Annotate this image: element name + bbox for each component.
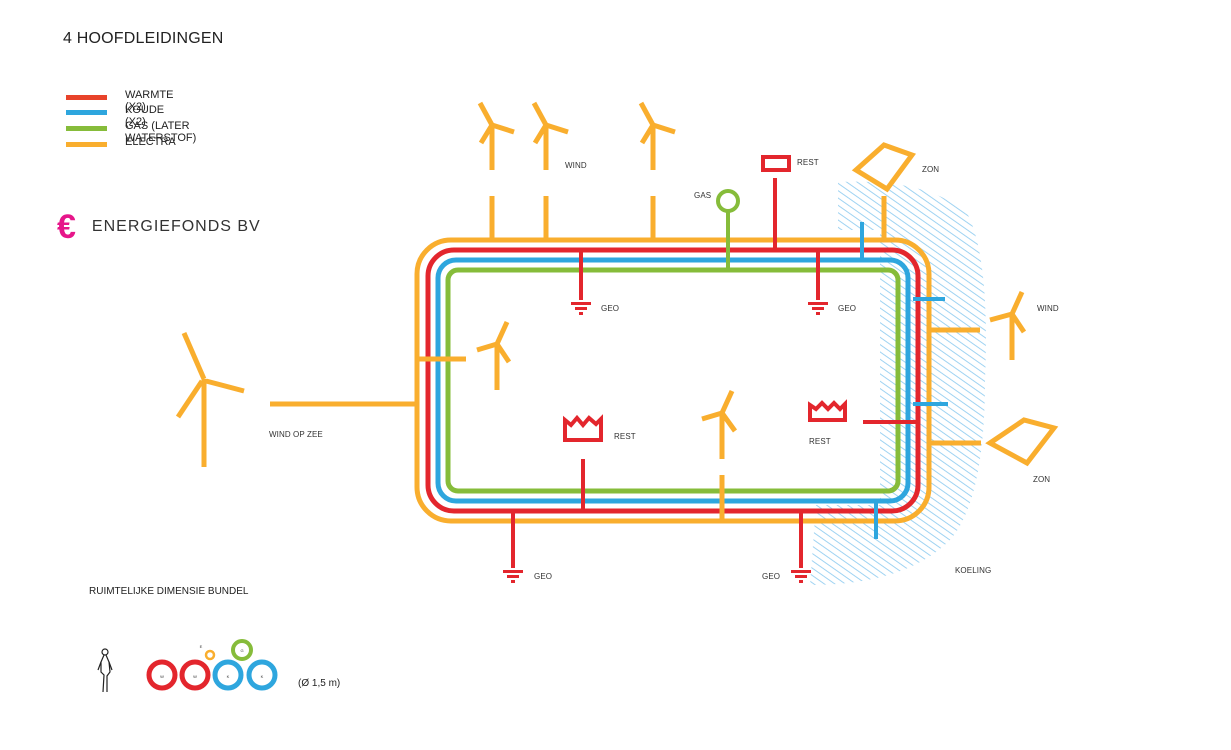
label-zon-right: ZON — [1033, 475, 1051, 484]
legend-item-electra: ELECTRA — [66, 136, 176, 151]
label-wind-op-zee: WIND OP ZEE — [269, 430, 323, 439]
legend-item-koude: KOUDE (X2) — [66, 104, 164, 128]
koude-branches — [860, 222, 948, 539]
solar-panel-icon — [851, 142, 917, 193]
pipe-warmte-circle — [179, 659, 211, 691]
solar-panel-icon — [985, 417, 1059, 467]
warmte-main-loop — [425, 247, 921, 514]
label-geo-bottom-left: GEO — [534, 572, 553, 581]
diagram-title: 4 HOOFDLEIDINGEN — [63, 30, 224, 47]
person-scale-icon — [97, 648, 113, 693]
label-rest-center: REST — [614, 432, 636, 441]
wind-turbine-icon — [638, 101, 676, 170]
geothermal-ground-icon — [791, 570, 811, 583]
pipe-warmte-circle — [146, 659, 178, 691]
label-gas: GAS — [694, 191, 712, 200]
geothermal-ground-icon — [503, 570, 523, 583]
legend-swatch-koude — [66, 109, 107, 115]
label-wind-top: WIND — [565, 161, 587, 170]
pipe-letter: W — [160, 674, 164, 679]
gas-source-icon — [716, 189, 740, 213]
geothermal-ground-icon — [571, 302, 591, 315]
label-rest-right: REST — [809, 437, 831, 446]
label-koeling: KOELING — [955, 566, 992, 575]
brand-name: ENERGIEFONDS BV — [91, 218, 261, 235]
wind-turbine-icon — [989, 290, 1027, 360]
factory-icon — [808, 399, 847, 422]
label-rest-top: REST — [797, 158, 819, 167]
pipe-letter: W — [193, 674, 197, 679]
label-zon-top: ZON — [922, 165, 940, 174]
legend-swatch-gas — [66, 125, 107, 131]
pipe-letter: E — [200, 644, 203, 649]
pipe-koude-circle — [212, 659, 244, 691]
wind-turbine-icon — [476, 320, 512, 390]
label-geo-inner-left: GEO — [601, 304, 620, 313]
legend-item-warmte: WARMTE (X2) — [66, 89, 173, 113]
label-wind-right: WIND — [1037, 304, 1059, 313]
pipe-koude-circle — [246, 659, 278, 691]
euro-icon: € — [57, 208, 76, 246]
pipe-gas-circle — [231, 639, 253, 661]
wind-turbine-icon — [477, 101, 515, 170]
factory-icon — [563, 414, 603, 442]
wind-turbine-icon — [701, 389, 738, 459]
brand: € ENERGIEFONDS BV — [57, 208, 261, 246]
legend-label: KOUDE (X2) — [125, 104, 165, 128]
legend-label: ELECTRA — [125, 136, 176, 148]
bundle-diameter: (Ø 1,5 m) — [298, 678, 341, 689]
rest-heat-source-icon — [761, 155, 791, 172]
pipe-letter: K — [261, 674, 264, 679]
label-geo-bottom-right: GEO — [762, 572, 781, 581]
gas-main-loop — [445, 267, 901, 494]
electra-main-loop — [414, 237, 932, 524]
pipe-letter: K — [227, 674, 230, 679]
wind-turbine-icon — [175, 332, 245, 467]
legend-swatch-electra — [66, 141, 107, 147]
bundle-section-title: RUIMTELIJKE DIMENSIE BUNDEL — [89, 586, 249, 597]
koude-main-loop — [435, 257, 911, 504]
legend-label: WARMTE (X2) — [125, 89, 174, 113]
wind-turbine-icon — [531, 101, 569, 170]
pipe-electra-circle — [204, 649, 216, 661]
warmte-branches — [511, 178, 918, 568]
legend-label: GAS (LATER WATERSTOF) — [125, 120, 197, 144]
legend-swatch-warmte — [66, 94, 107, 100]
legend-item-gas: GAS (LATER WATERSTOF) — [66, 120, 196, 144]
electra-branches — [270, 196, 981, 521]
bundle-cross-section: W W K K G E — [97, 639, 278, 693]
geo-icons — [503, 302, 828, 583]
geothermal-ground-icon — [808, 302, 828, 315]
pipe-letter: G — [240, 648, 243, 653]
label-geo-inner-right: GEO — [838, 304, 857, 313]
wind-turbines — [175, 101, 1027, 467]
